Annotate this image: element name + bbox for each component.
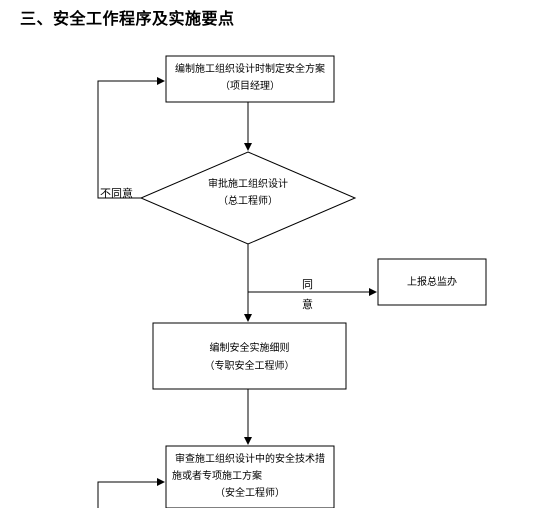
node-role: （专职安全工程师） [204, 361, 295, 372]
node-text-plan: 编制施工组织设计时制定安全方案 （项目经理） [166, 61, 334, 95]
node-box-detail-rules [152, 322, 347, 390]
node-text-approve: 审批施工组织设计 （总工程师） [168, 176, 328, 210]
node-box-review [165, 445, 335, 508]
node-text-review: 审查施工组织设计中的安全技术措 施或者专项施工方案 （安全工程师） [166, 451, 334, 502]
node-box-plan [165, 55, 335, 103]
node-label: 上报总监办 [407, 277, 457, 288]
node-text-detail-rules: 编制安全实施细则 （专职安全工程师） [153, 340, 346, 376]
node-label: 编制安全实施细则 [209, 343, 290, 354]
node-label: 审查施工组织设计中的安全技术措 [175, 454, 325, 465]
edge-label-disagree: 不同意 [100, 187, 133, 200]
node-role: （项目经理） [220, 81, 280, 92]
node-label: 编制施工组织设计时制定安全方案 [175, 64, 325, 75]
node-text-report: 上报总监办 [378, 274, 486, 291]
node-role: （安全工程师） [215, 488, 285, 499]
node-box-report [377, 258, 487, 306]
node-label: 施或者专项施工方案 [172, 471, 262, 482]
edge-label-agree-2: 意 [302, 298, 313, 311]
arrow-review-loop [97, 478, 165, 508]
edge-label-agree-1: 同 [302, 278, 313, 291]
node-label: 审批施工组织设计 [208, 179, 288, 190]
node-role: （总工程师） [218, 196, 278, 207]
page-title: 三、安全工作程序及实施要点 [20, 9, 235, 28]
arrow-disagree-loop [97, 77, 165, 199]
